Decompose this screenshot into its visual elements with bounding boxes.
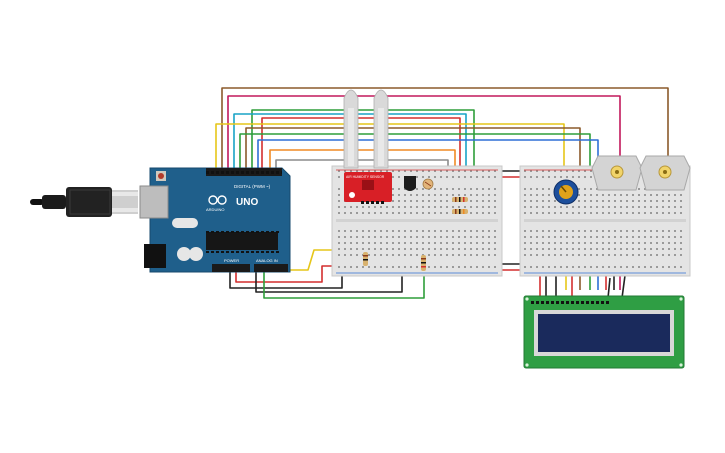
model-label: UNO [236,197,258,208]
soil-moisture-probe[interactable] [343,89,389,169]
wire-green-c[interactable] [263,258,425,299]
wire-red-b[interactable] [235,265,345,283]
transistor[interactable] [404,176,416,191]
wire-brown-top[interactable] [221,87,669,212]
usb-cable[interactable] [30,187,138,217]
wire-black-lcd-3[interactable] [607,277,611,299]
wire-yellow-a[interactable] [215,123,565,180]
resistor-3[interactable] [421,255,426,271]
lcd-pin-header[interactable] [530,301,610,305]
lcd-16x2[interactable] [523,295,685,369]
power-label: POWER [224,258,239,263]
wire-black-c[interactable] [255,268,403,293]
breadboard-left[interactable] [331,165,503,277]
resistor-1[interactable] [452,197,468,202]
arduino-logo-icon [208,195,227,205]
lcd-screen [538,314,670,352]
sensor-label: AIR HUMIDITY SENSOR [346,175,385,179]
analog-label: ANALOG IN [256,258,278,263]
photoresistor[interactable] [422,178,434,190]
brand-label: ARDUINO [206,207,224,212]
resistor-2[interactable] [452,209,468,214]
dc-motor-2[interactable] [639,155,691,191]
dc-motor-1[interactable] [591,155,643,191]
resistor-4[interactable] [363,252,368,266]
humidity-sensor-module[interactable]: AIR HUMIDITY SENSOR [344,172,392,204]
wire-red-a[interactable] [261,117,461,182]
power-header[interactable] [212,264,250,272]
potentiometer[interactable] [553,179,579,205]
digital-header-label: DIGITAL (PWM ~) [234,184,271,189]
analog-header[interactable] [254,264,288,272]
wire-green-a[interactable] [251,109,475,200]
arduino-uno-board[interactable]: DIGITAL (PWM ~) UNO ARDUINO POWER ANALOG… [139,167,291,273]
